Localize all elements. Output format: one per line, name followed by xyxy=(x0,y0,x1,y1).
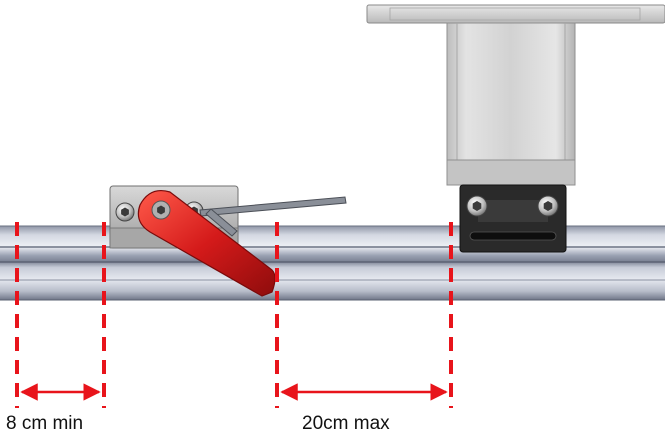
clamp-lever xyxy=(137,189,276,297)
hex-socket-screw-icon xyxy=(115,202,135,222)
guide-lines xyxy=(15,222,453,408)
motor-body xyxy=(446,22,576,186)
min-spacing-label: 8 cm min xyxy=(6,413,84,434)
motor-assembly xyxy=(366,4,665,253)
hex-socket-screw-icon xyxy=(466,195,488,217)
hex-socket-screw-icon xyxy=(537,195,559,217)
rail-clamp xyxy=(109,185,347,297)
hex-key-tool xyxy=(199,196,347,237)
max-spacing-label: 20cm max xyxy=(302,413,390,434)
